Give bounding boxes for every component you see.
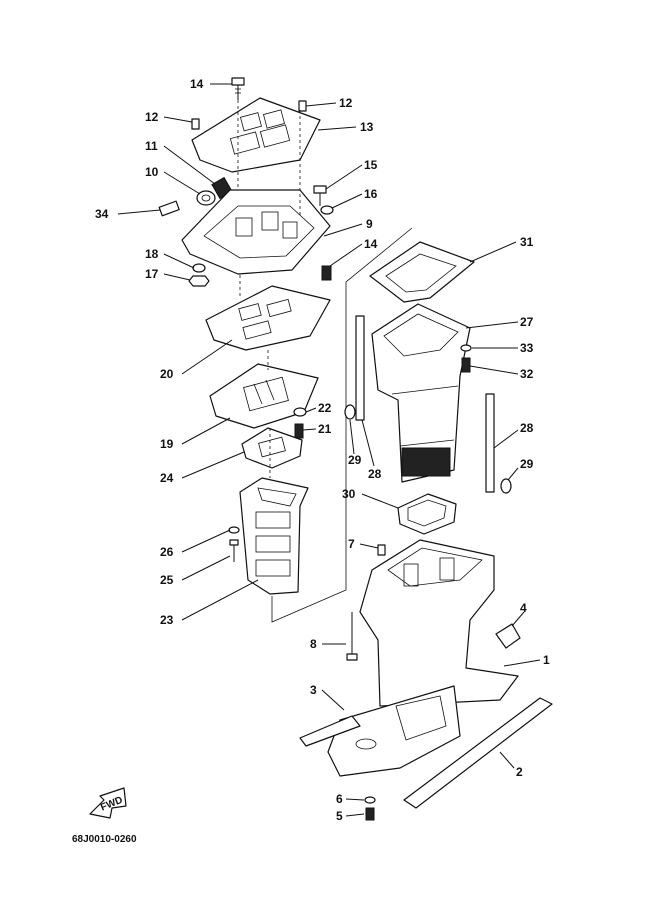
callout-26: 26: [160, 545, 174, 559]
callout-5: 5: [336, 809, 343, 823]
callout-25: 25: [160, 573, 174, 587]
callout-29-left: 29: [348, 453, 362, 467]
grommet-10: [196, 190, 216, 206]
callout-2: 2: [516, 765, 523, 779]
callout-29-right: 29: [520, 457, 534, 471]
callout-14-lower: 14: [364, 237, 378, 251]
bolt-14-lower: [321, 265, 332, 281]
gasket-20: [205, 285, 331, 351]
callout-labels: 14 12 12 13 11 10 34 15 16 9 18 17 14 20…: [95, 77, 550, 823]
callout-23: 23: [160, 613, 174, 627]
callout-4: 4: [520, 601, 527, 615]
manifold-27: [371, 303, 471, 483]
callout-32: 32: [520, 367, 534, 381]
callout-9: 9: [366, 217, 373, 231]
callout-20: 20: [160, 367, 174, 381]
washer-26: [228, 526, 240, 534]
callout-34: 34: [95, 207, 109, 221]
washer-18: [192, 263, 206, 273]
gasket-24: [241, 427, 303, 469]
dowel-12-right: [298, 100, 307, 112]
callout-3: 3: [310, 683, 317, 697]
callout-27: 27: [520, 315, 534, 329]
cap-4: [495, 623, 521, 649]
strip-2: [403, 697, 553, 809]
fitting-34: [158, 200, 180, 217]
seal-28-left: [355, 315, 365, 421]
callout-19: 19: [160, 437, 174, 451]
drawing-code: 68J0010-0260: [72, 834, 137, 845]
nut-17: [188, 275, 210, 287]
seal-28-right: [485, 393, 495, 493]
strip-3: [299, 715, 361, 747]
grommet-29-left: [344, 404, 356, 420]
dowel-7: [377, 544, 386, 556]
seal-30: [397, 493, 457, 535]
muffler-23: [239, 477, 309, 595]
callout-16: 16: [364, 187, 378, 201]
callout-18: 18: [145, 247, 159, 261]
callout-22: 22: [318, 401, 332, 415]
upper-casing-1: [359, 539, 519, 707]
callout-7: 7: [348, 537, 355, 551]
bolt-5: [365, 807, 375, 821]
callout-10: 10: [145, 165, 159, 179]
callout-24: 24: [160, 471, 174, 485]
leader-lines: [117, 83, 541, 817]
washer-16: [320, 205, 334, 215]
bolt-15: [313, 185, 327, 206]
dowel-12-left: [191, 118, 200, 130]
assembly-reference-lines: [237, 100, 413, 623]
bolt-32: [461, 357, 471, 373]
bolt-8: [346, 612, 358, 661]
washer-6: [364, 796, 376, 804]
callout-21: 21: [318, 422, 332, 436]
bolt-14-top: [231, 77, 245, 100]
bolt-21: [294, 423, 304, 439]
callout-12-right: 12: [339, 96, 353, 110]
washer-33: [460, 344, 472, 352]
callout-31: 31: [520, 235, 534, 249]
callout-6: 6: [336, 792, 343, 806]
callout-28-right: 28: [520, 421, 534, 435]
plate-19: [209, 363, 319, 429]
callout-14-top: 14: [190, 77, 204, 91]
washer-22: [293, 407, 307, 417]
callout-28-left: 28: [368, 467, 382, 481]
callout-15: 15: [364, 158, 378, 172]
callout-8: 8: [310, 637, 317, 651]
callout-12-left: 12: [145, 110, 159, 124]
bolt-25: [229, 539, 239, 562]
gasket-31: [369, 241, 475, 303]
fwd-arrow-icon: FWD: [89, 787, 127, 819]
callout-33: 33: [520, 341, 534, 355]
casing-base: [327, 685, 461, 777]
grommet-29-right: [500, 478, 512, 494]
callout-30: 30: [342, 487, 356, 501]
callout-13: 13: [360, 120, 374, 134]
callout-1: 1: [543, 653, 550, 667]
callout-17: 17: [145, 267, 159, 281]
exhaust-guide-9: [181, 189, 331, 275]
callout-11: 11: [145, 139, 158, 153]
